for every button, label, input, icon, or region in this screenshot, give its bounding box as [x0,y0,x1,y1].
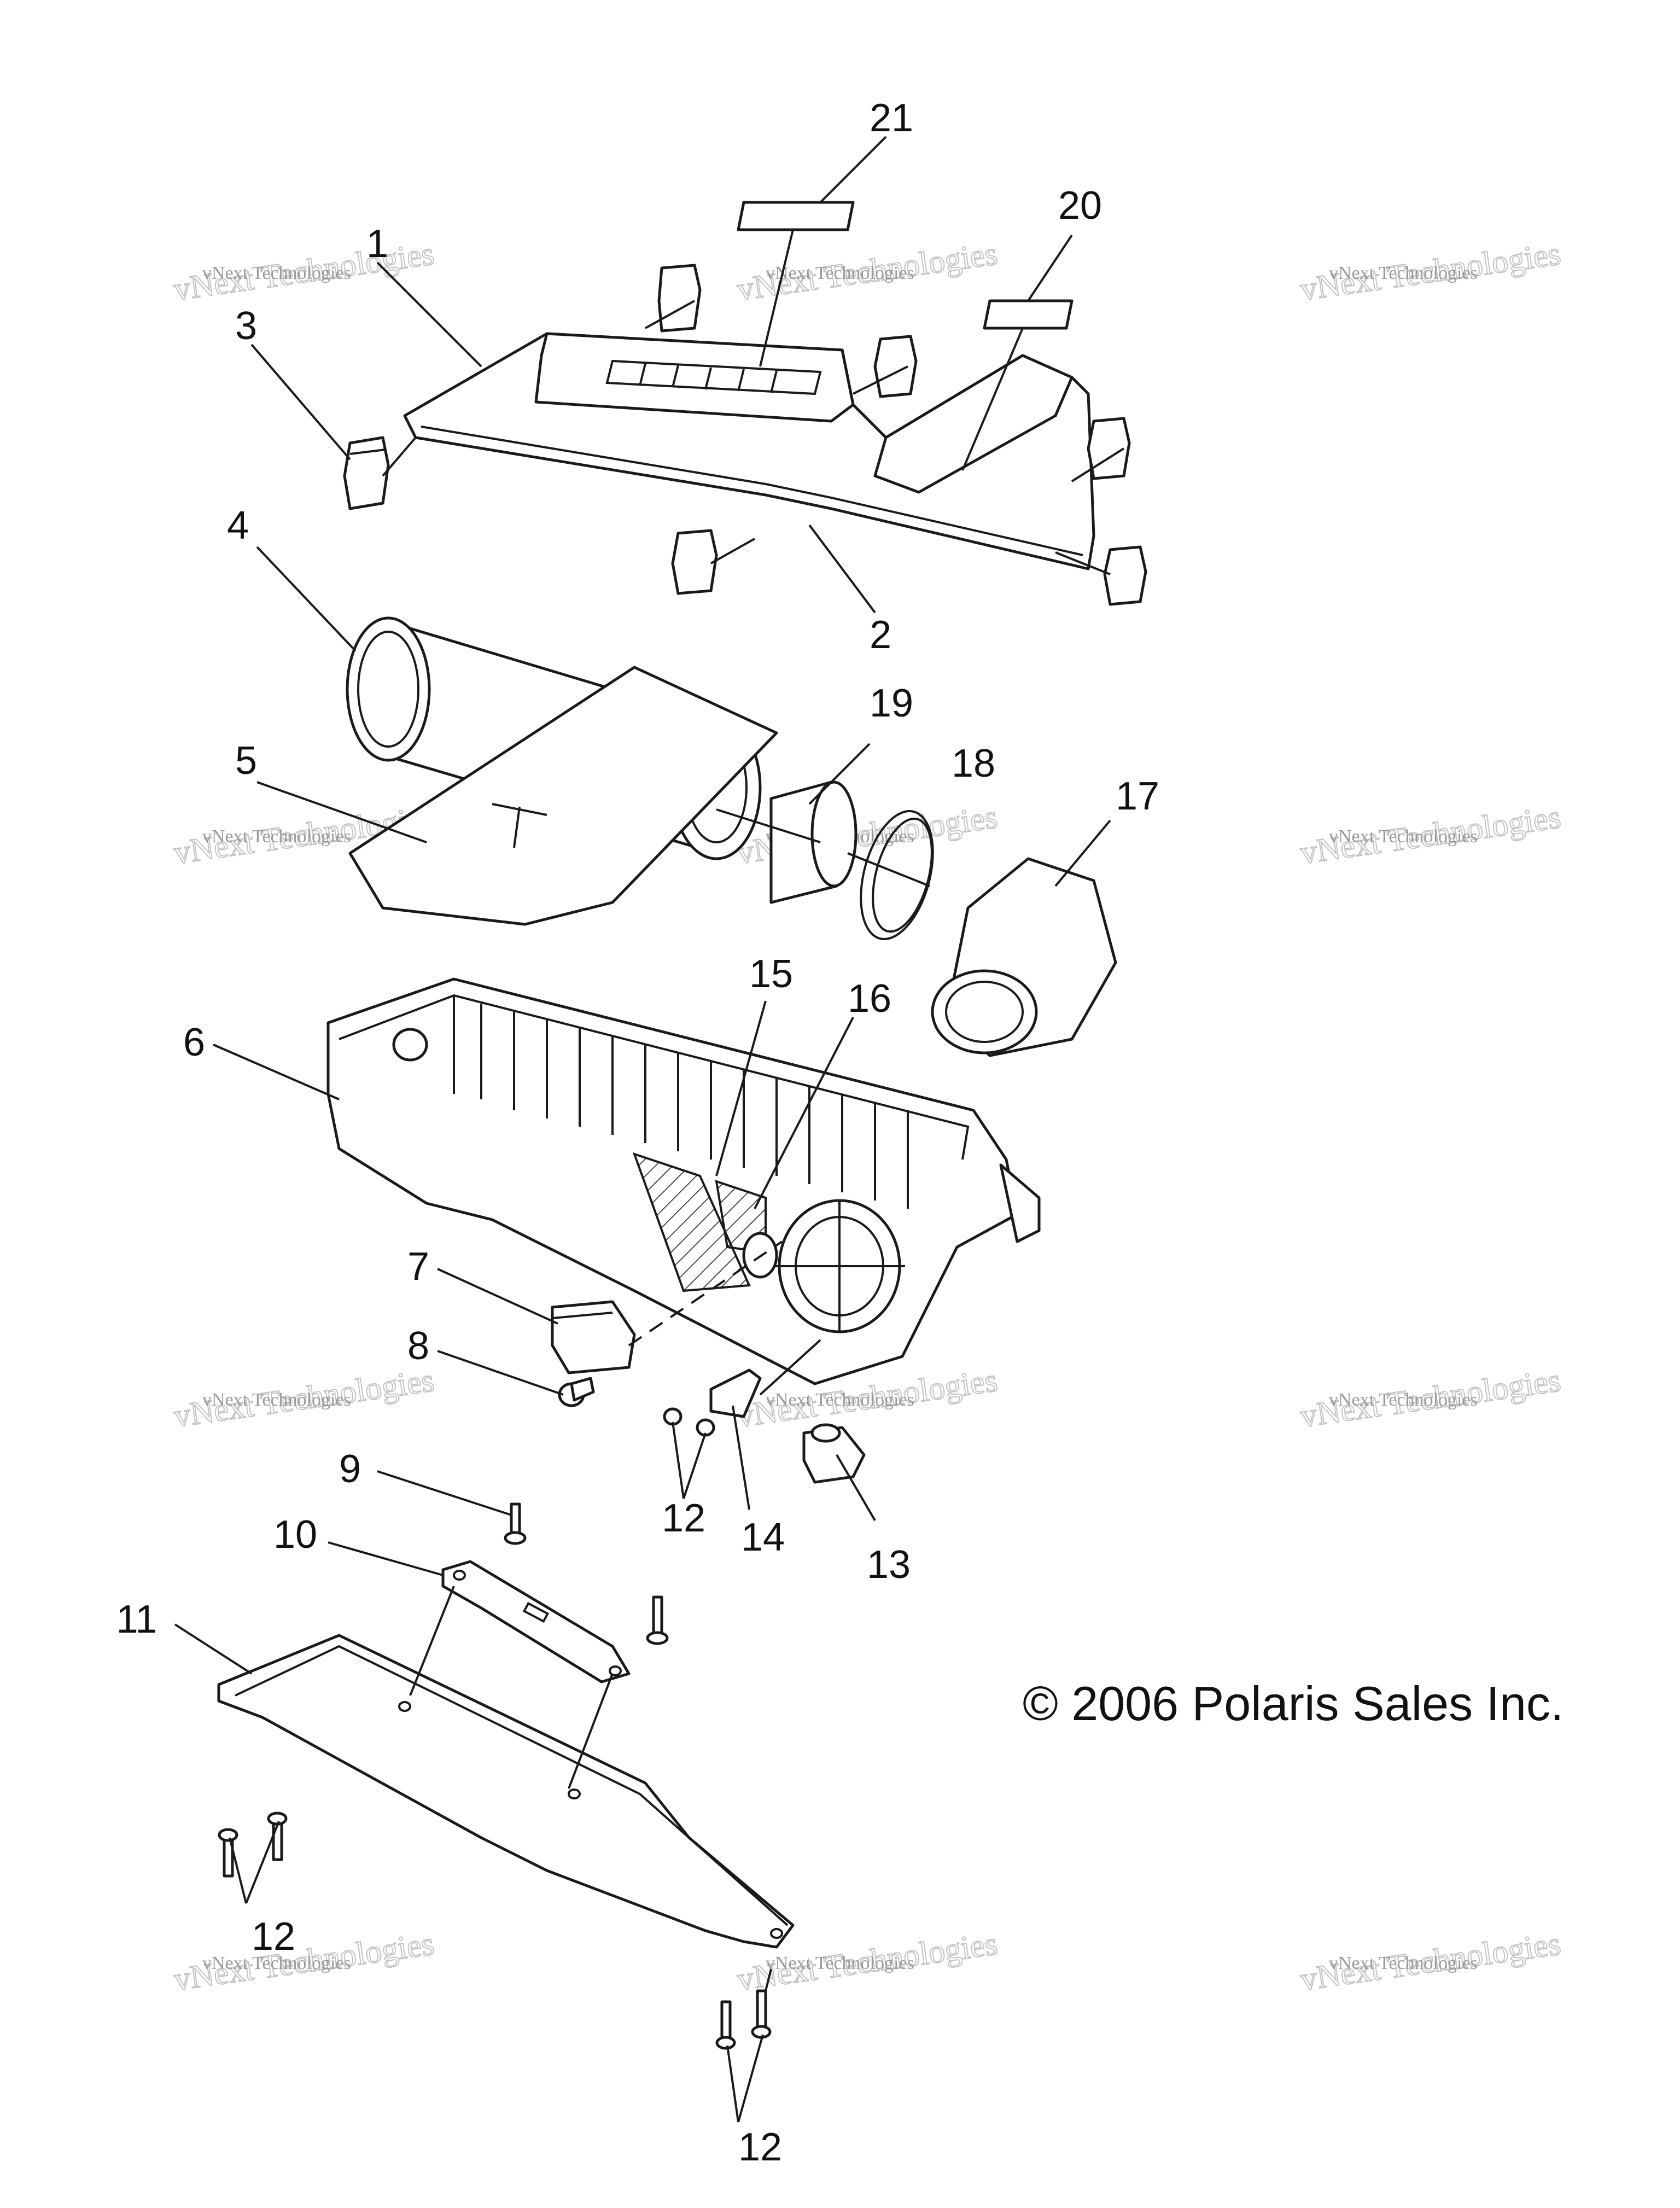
screws-12-right [715,1989,772,2050]
svg-text:vNext Technologies: vNext Technologies [1329,263,1478,283]
svg-text:vNext Technologies: vNext Technologies [202,826,351,847]
callout-7: 7 [407,1245,429,1289]
callout-20: 20 [1058,184,1102,228]
svg-text:vNext Technologies: vNext Technologies [766,1390,914,1410]
decal-20 [983,299,1074,330]
parts [217,201,1147,2050]
clip [671,529,718,595]
callout-12-left: 12 [252,1915,295,1959]
callout-9: 9 [339,1447,361,1491]
callout-2: 2 [870,613,891,657]
callout-labels: 21 20 1 3 4 2 19 18 17 5 15 16 6 7 8 12 … [116,96,1159,2169]
screws-12-left [218,1811,288,1878]
airbox-cover [403,332,1095,570]
watermark: vNext Technologies vNext Technologies [1298,798,1564,871]
callout-14: 14 [741,1516,785,1559]
svg-text:vNext Technologies: vNext Technologies [1329,826,1478,847]
callout-10: 10 [273,1513,317,1557]
intake-boot [931,857,1117,1057]
fastener-9 [504,1502,527,1545]
clip [657,264,702,333]
sensor-7 [551,1300,636,1374]
callout-11: 11 [116,1598,158,1641]
callout-6: 6 [183,1021,205,1064]
svg-text:vNext Technologies: vNext Technologies [202,1953,351,1973]
callout-21: 21 [870,96,913,140]
svg-text:vNext Technologies: vNext Technologies [1329,1390,1478,1410]
svg-text:vNext Technologies: vNext Technologies [202,263,351,283]
watermark: vNext Technologies vNext Technologies [171,1925,437,1998]
callout-12: 12 [662,1496,705,1540]
callout-13: 13 [867,1543,911,1587]
fastener [646,1595,669,1645]
decal-21 [737,201,855,231]
airbox-base [326,977,1041,1385]
watermark: vNext Technologies vNext Technologies [734,1361,1000,1435]
callout-8: 8 [407,1324,429,1368]
watermark: vNext Technologies vNext Technologies [1298,235,1564,308]
watermark: vNext Technologies vNext Technologies [1298,1925,1564,1998]
pre-filter [348,666,778,926]
svg-text:vNext Technologies: vNext Technologies [202,1390,351,1410]
callout-18: 18 [952,742,995,785]
callout-16: 16 [848,977,891,1021]
screws-12 [663,1407,715,1437]
sleeve-19 [769,780,858,904]
clamp-18 [860,810,934,940]
valve-13 [802,1423,866,1484]
watermark: vNext Technologies vNext Technologies [171,235,437,308]
clip-3 [343,436,390,510]
callout-15: 15 [749,952,793,996]
svg-text:vNext Technologies: vNext Technologies [1329,1953,1478,1973]
clip [1103,545,1147,606]
svg-text:vNext Technologies: vNext Technologies [766,263,914,283]
callout-4: 4 [227,504,249,547]
skid-plate [217,1634,795,1949]
callout-1: 1 [366,222,388,266]
watermark: vNext Technologies vNext Technologies [1298,1361,1564,1435]
clip [873,335,918,398]
callout-17: 17 [1116,774,1159,818]
callout-5: 5 [235,739,257,783]
watermark: vNext Technologies vNext Technologies [734,235,1000,308]
leader-lines [174,136,1125,2123]
callout-19: 19 [870,681,913,725]
bracket-10 [441,1560,631,1683]
bracket-14 [709,1368,762,1418]
bolt-8 [558,1377,595,1407]
callout-12-right: 12 [738,2125,782,2169]
watermark: vNext Technologies vNext Technologies [171,1361,437,1435]
copyright-notice: © 2006 Polaris Sales Inc. [1023,1676,1564,1731]
svg-text:vNext Technologies: vNext Technologies [766,1953,914,1973]
callout-3: 3 [235,304,257,348]
